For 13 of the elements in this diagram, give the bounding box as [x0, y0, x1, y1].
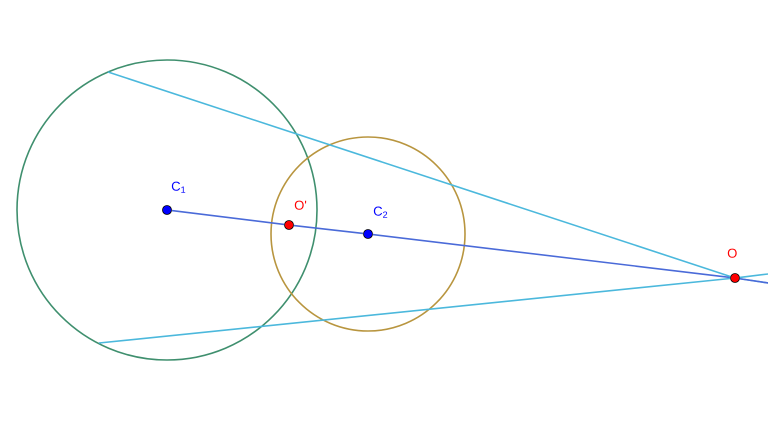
line: [108, 71, 731, 278]
point: [284, 220, 294, 230]
point-label: C$_{2}$: [374, 206, 388, 218]
line: [98, 278, 730, 344]
point-label: C$_{1}$: [172, 182, 186, 193]
point: [162, 205, 172, 215]
point-label: O: [728, 248, 737, 258]
point: [363, 229, 373, 239]
line: [372, 234, 730, 278]
point-label: O': [294, 200, 306, 210]
line: [294, 224, 364, 234]
line: [172, 210, 284, 226]
point: [730, 273, 740, 283]
